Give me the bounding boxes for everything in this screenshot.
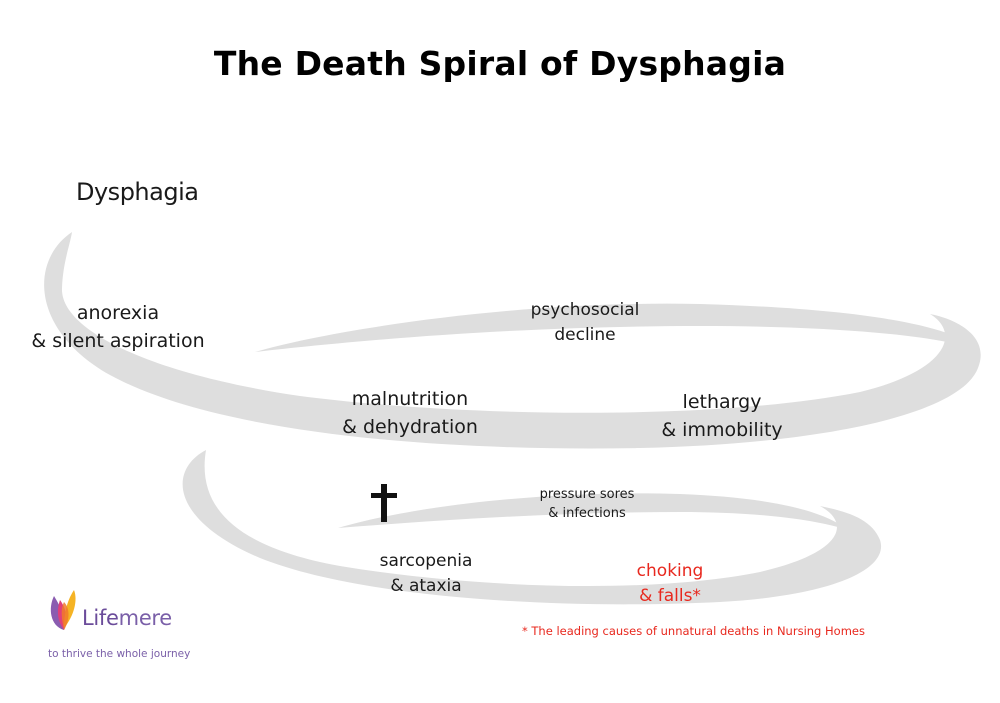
label-lethargy-line2: & immobility [661,418,783,441]
label-choking-line1: choking [636,561,704,581]
label-sarcopenia-line2: & ataxia [390,575,462,596]
label-choking: choking & falls* [630,559,710,608]
spiral-band-back-lower [338,493,848,530]
label-psychosocial-line1: psychosocial [530,300,640,320]
label-psychosocial: psychosocial decline [520,298,650,347]
label-malnutrition-line2: & dehydration [342,415,478,438]
footnote: * The leading causes of unnatural deaths… [522,624,865,638]
spiral-band-back-upper [255,303,978,352]
spiral-band-top [44,232,981,449]
label-sarcopenia-line1: sarcopenia [379,551,473,571]
label-lethargy-line1: lethargy [682,391,762,413]
brand-name-part1: Life [82,606,119,630]
brand-tagline: to thrive the whole journey [48,648,191,660]
spiral-band-bottom [182,450,882,605]
label-pressure-line1: pressure sores [539,487,635,502]
label-anorexia-line1: anorexia [76,302,160,324]
label-dysphagia: Dysphagia [76,178,199,206]
label-lethargy: lethargy & immobility [652,389,792,444]
label-pressure-sores: pressure sores & infections [528,486,646,524]
label-pressure-line2: & infections [548,505,626,521]
cross-icon [368,482,400,528]
brand-name: Lifemere [82,606,172,630]
label-anorexia: anorexia & silent aspiration [18,300,218,355]
label-malnutrition: malnutrition & dehydration [330,386,490,441]
label-anorexia-line2: & silent aspiration [31,329,205,352]
label-sarcopenia: sarcopenia & ataxia [376,549,476,598]
butterfly-icon [46,586,196,666]
brand-name-part2: mere [118,606,173,630]
label-malnutrition-line1: malnutrition [351,388,469,410]
label-psychosocial-line2: decline [554,324,616,345]
label-choking-line2: & falls* [639,585,701,606]
diagram-title: The Death Spiral of Dysphagia [213,44,787,83]
